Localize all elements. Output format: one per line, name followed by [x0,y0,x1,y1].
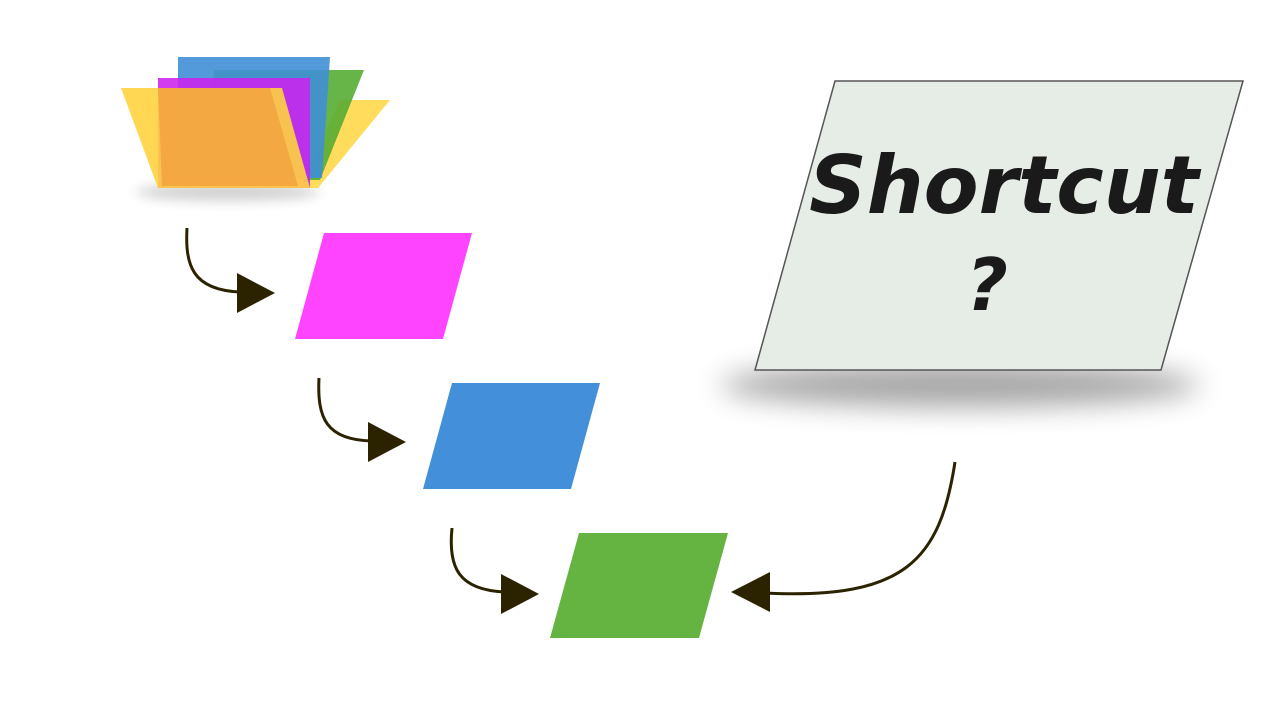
arrowhead-green [501,574,539,614]
arrowhead-shortcut [731,572,770,612]
shortcut-question-mark: ? [966,243,1008,327]
blue-item [423,383,600,489]
arrow-blue-to-green [449,527,506,594]
shortcut-parallelogram [754,80,1244,371]
shortcut-card: Shortcut ? [720,80,1244,407]
folder-icon [121,57,390,201]
arrow-shortcut-to-green [764,461,957,596]
flow-arrows [185,227,957,614]
shortcut-label: Shortcut [809,139,1202,232]
folder-front-orange [158,88,298,186]
green-item [550,533,728,638]
arrowhead-blue [368,422,406,462]
arrow-pink-to-blue [317,377,373,443]
arrowhead-pink [237,273,275,313]
shortcut-shadow [720,363,1200,407]
arrow-folder-to-pink [185,227,241,294]
pink-item [295,233,472,339]
